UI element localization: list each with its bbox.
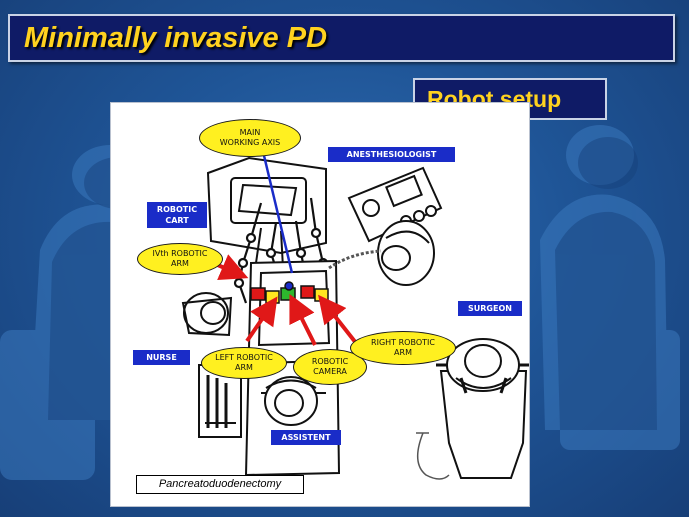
diagram-drawing <box>181 142 529 480</box>
label-anesthesiologist: ANESTHESIOLOGIST <box>328 147 455 162</box>
nurse-figure <box>181 292 233 337</box>
anesthesiologist-figure <box>377 220 435 286</box>
surgeon-console-drawing <box>436 338 529 479</box>
label-nurse: NURSE <box>133 350 190 365</box>
procedure-caption: Pancreatoduodenectomy <box>136 475 304 494</box>
callout-right-robotic-arm: RIGHT ROBOTIC ARM <box>350 331 456 365</box>
main-working-axis-line <box>259 142 294 274</box>
arrow-right-arm <box>318 294 358 345</box>
assistant-figure <box>264 376 318 426</box>
console-cable-drawing <box>416 432 450 480</box>
title-bar: Minimally invasive PD <box>8 14 675 62</box>
arrow-camera <box>289 293 317 346</box>
slide-title: Minimally invasive PD <box>24 22 328 54</box>
label-surgeon: SURGEON <box>458 301 522 316</box>
cable-drawing <box>328 249 382 270</box>
label-assistent: ASSISTENT <box>271 430 341 445</box>
anesthesia-machine-drawing <box>347 166 443 243</box>
callout-main-working-axis: MAIN WORKING AXIS <box>199 119 301 157</box>
operating-room-diagram: ANESTHESIOLOGIST ROBOTIC CART NURSE SURG… <box>110 102 530 507</box>
label-robotic-cart: ROBOTIC CART <box>147 202 207 228</box>
arrow-left-arm <box>245 296 278 343</box>
callout-left-robotic-arm: LEFT ROBOTIC ARM <box>201 347 287 379</box>
callout-ivth-robotic-arm: IVth ROBOTIC ARM <box>137 243 223 275</box>
